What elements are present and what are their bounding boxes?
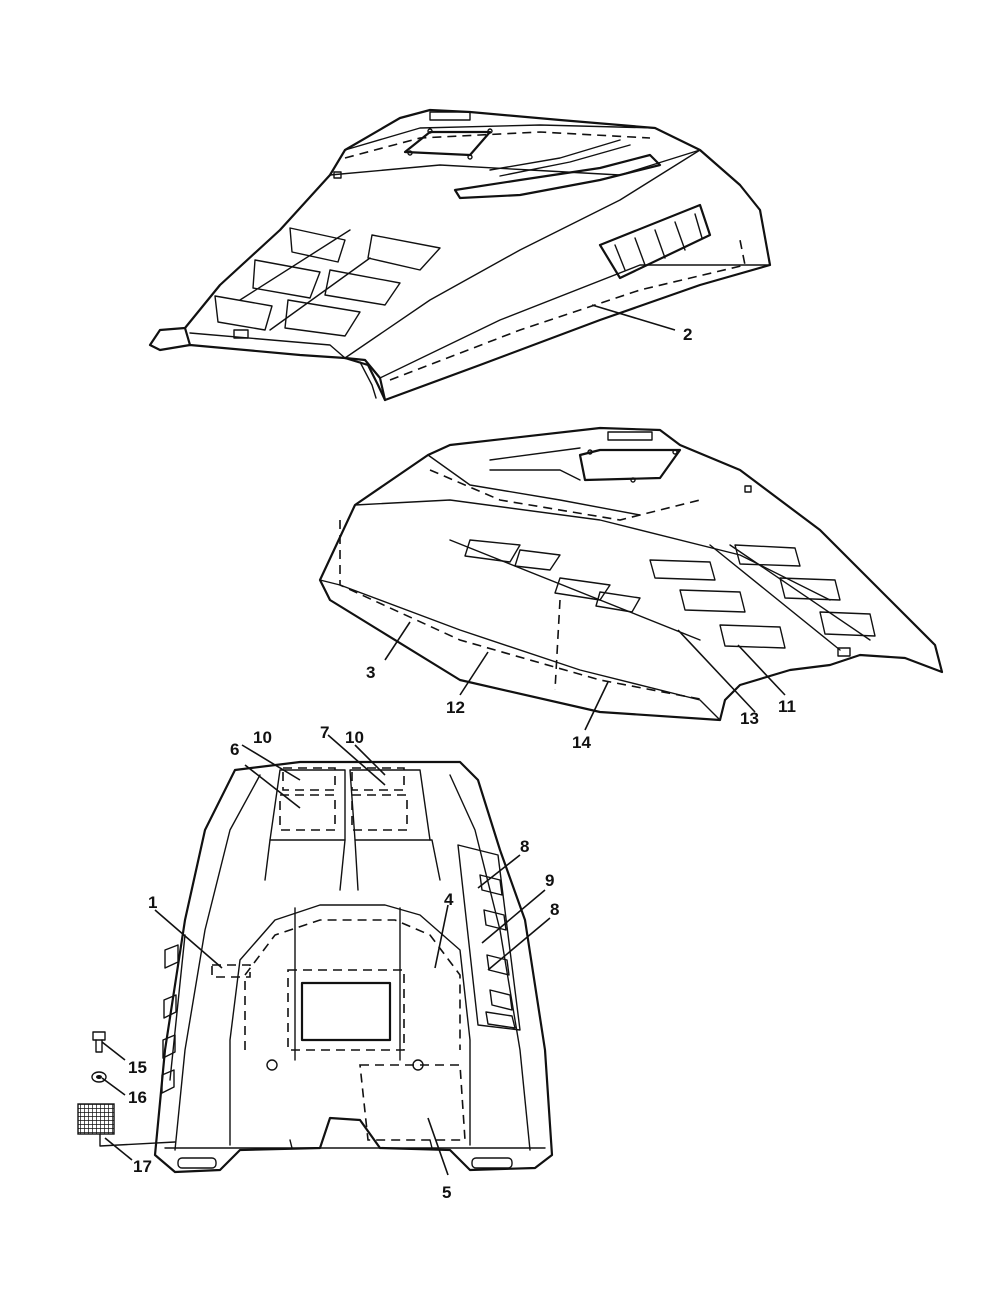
callout-10-right: 10: [345, 728, 364, 747]
hood-view-side: [318, 426, 944, 722]
callout-labels: 1 2 3 4 5 6 7 8 9 8 10 10 11 12 13 14 15…: [128, 325, 796, 1202]
screw-part: [92, 1031, 106, 1053]
washer-part: [91, 1071, 107, 1083]
callout-2: 2: [683, 325, 692, 344]
callout-1: 1: [148, 893, 157, 912]
callout-15: 15: [128, 1058, 147, 1077]
callout-17: 17: [133, 1157, 152, 1176]
fastener-parts: [77, 1031, 176, 1147]
callout-16: 16: [128, 1088, 147, 1107]
callout-9: 9: [545, 871, 554, 890]
callout-7: 7: [320, 723, 329, 742]
hood-view-top: [148, 108, 772, 402]
callout-8-upper: 8: [520, 837, 529, 856]
callout-6: 6: [230, 740, 239, 759]
hood-left-louvers: [214, 227, 441, 337]
callout-3: 3: [366, 663, 375, 682]
callout-4: 4: [444, 890, 454, 909]
callout-12: 12: [446, 698, 465, 717]
leader-lines: [101, 304, 786, 1176]
callout-10-left: 10: [253, 728, 272, 747]
hood-view-underside: [153, 760, 554, 1174]
mesh-clip-part: [77, 1103, 176, 1147]
callout-14: 14: [572, 733, 591, 752]
callout-8-lower: 8: [550, 900, 559, 919]
callout-11: 11: [778, 697, 796, 716]
callout-5: 5: [442, 1183, 451, 1202]
hood-side-vent: [598, 203, 712, 280]
callout-13: 13: [740, 709, 759, 728]
